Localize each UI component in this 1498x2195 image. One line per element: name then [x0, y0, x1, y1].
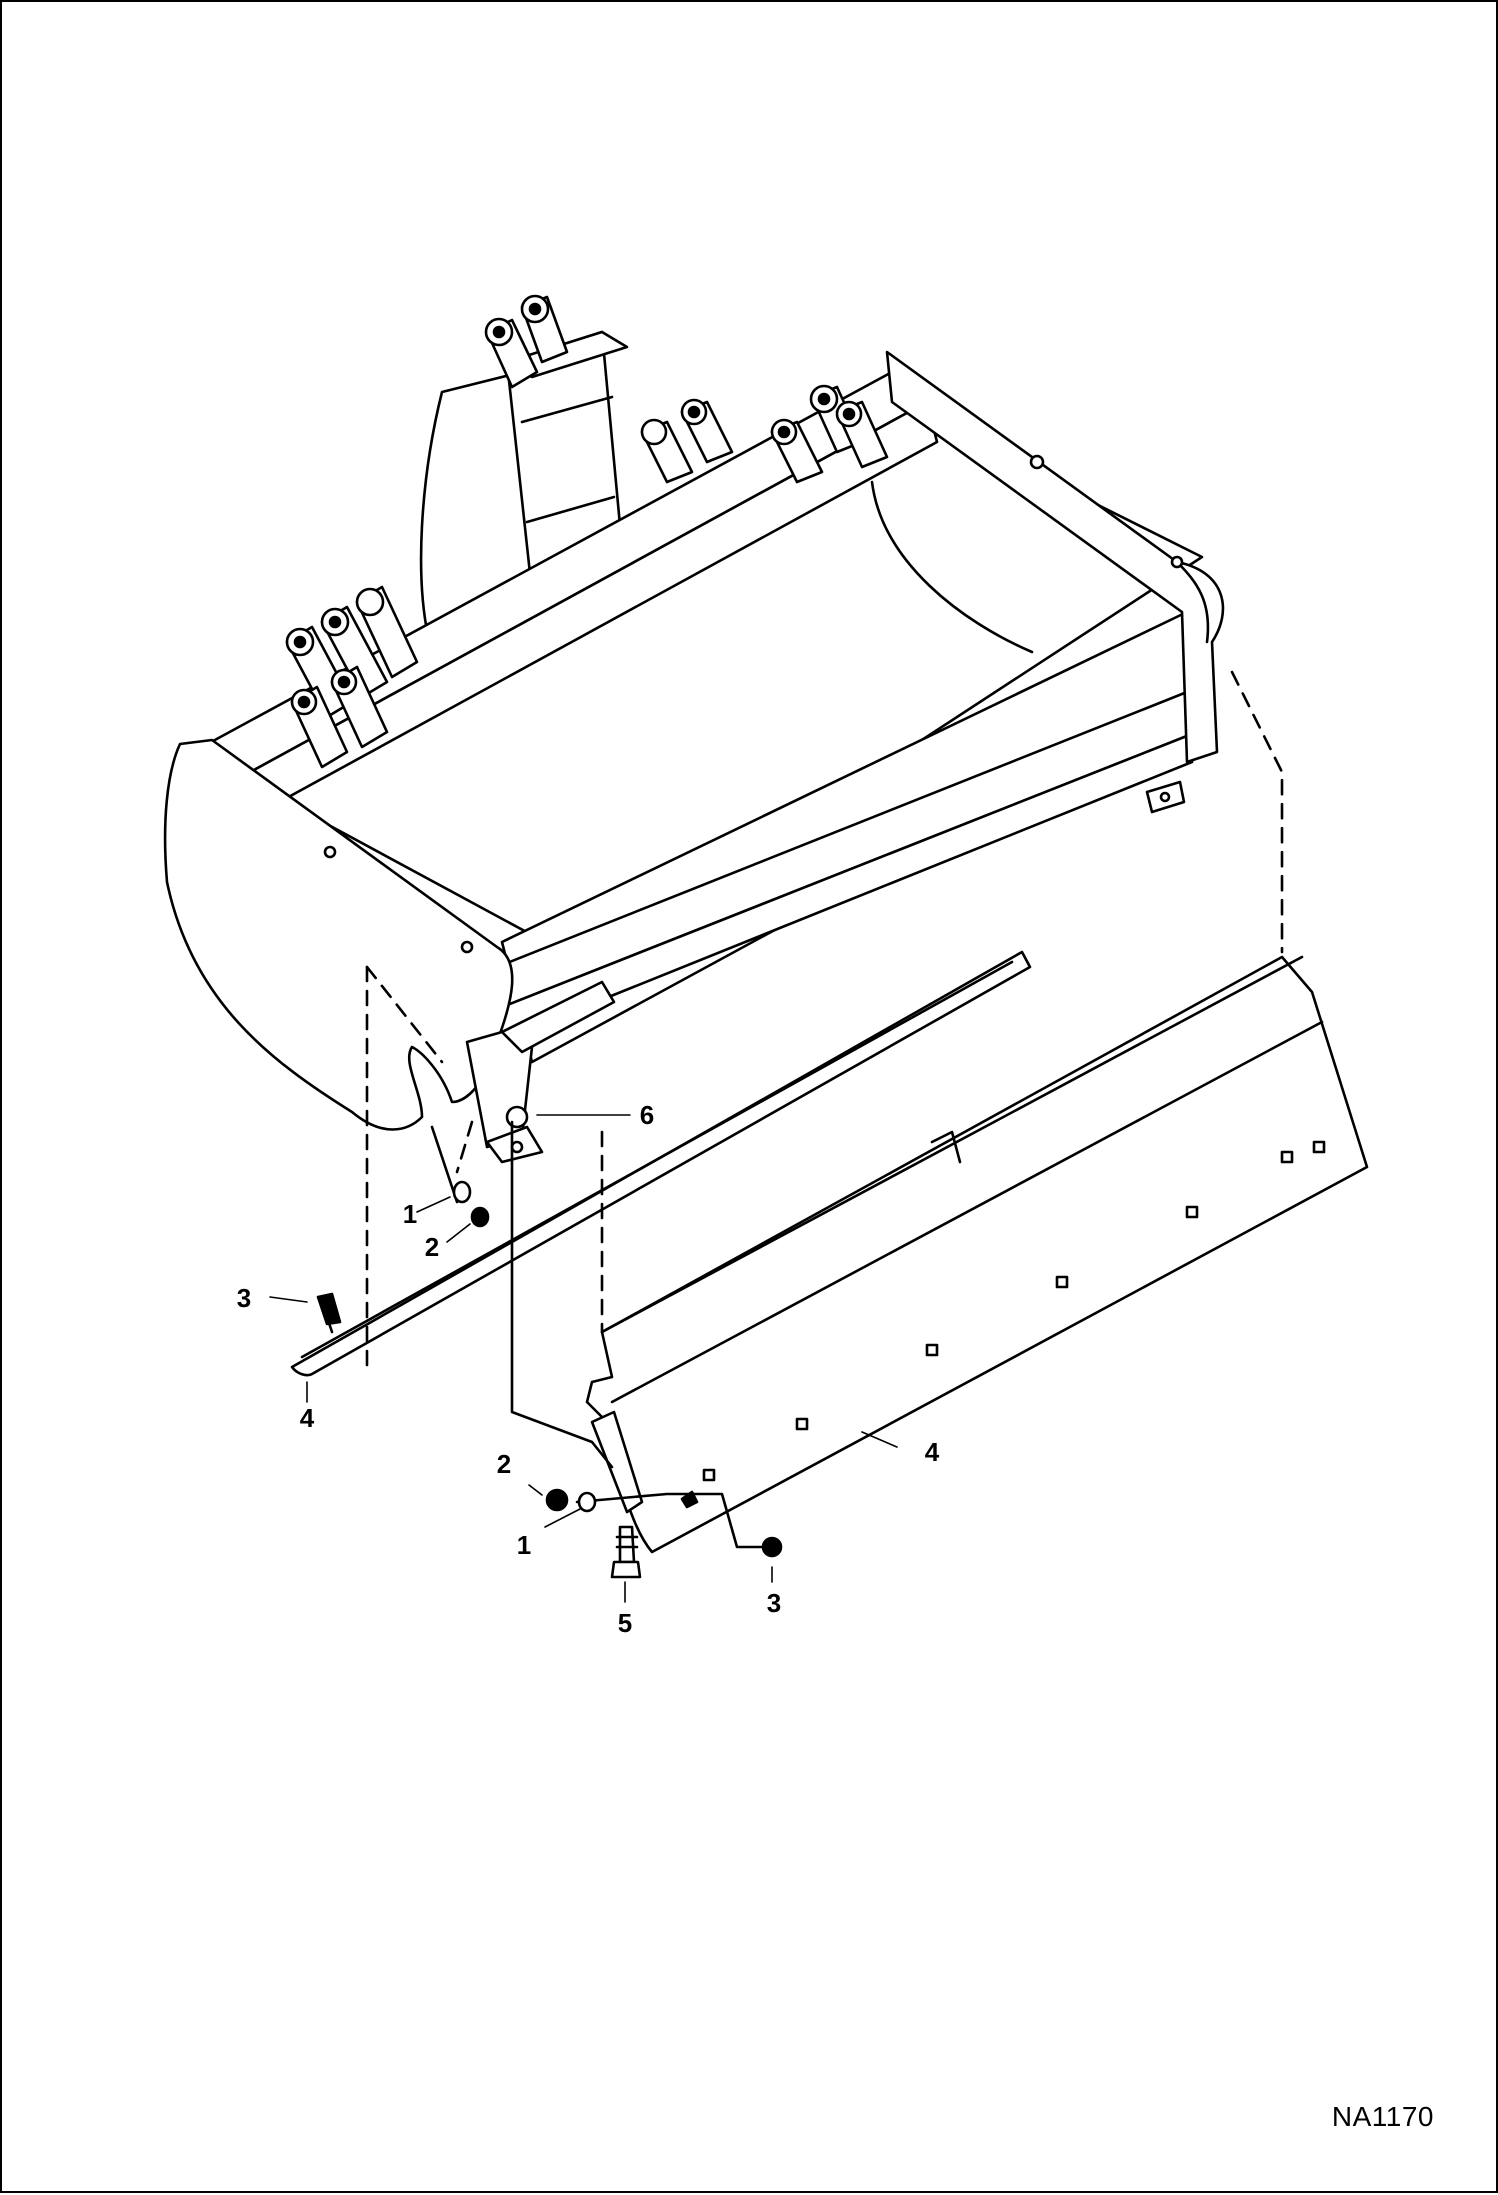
callout-4-blade: 4 [924, 1437, 940, 1467]
hardware-leader-lines [430, 1120, 774, 1549]
hardware-lower [545, 1488, 783, 1579]
mounting-ears-left [285, 585, 419, 769]
callout-1-lower: 1 [516, 1530, 532, 1560]
callout-2-upper: 2 [424, 1232, 440, 1262]
callout-leaders [269, 1114, 898, 1603]
mounting-ears-center [484, 294, 569, 389]
callout-3-upper: 3 [236, 1283, 252, 1313]
callout-3-lower: 3 [766, 1588, 782, 1618]
bucket-floor [470, 610, 1214, 1064]
bolt-on-edge-strip [290, 950, 1032, 1377]
mounting-ears-right [640, 384, 889, 484]
cutting-edge-blade [585, 955, 1369, 1554]
callout-6: 6 [639, 1100, 655, 1130]
drawing-number: NA1170 [1331, 2101, 1434, 2132]
callout-2-lower: 2 [496, 1449, 512, 1479]
callout-1-upper: 1 [402, 1199, 418, 1229]
callout-4-strip: 4 [299, 1403, 315, 1433]
hardware-upper [316, 1180, 490, 1334]
callout-5: 5 [617, 1608, 633, 1638]
right-side-plate [885, 350, 1225, 814]
assembly-leader-lines [365, 670, 1284, 1369]
